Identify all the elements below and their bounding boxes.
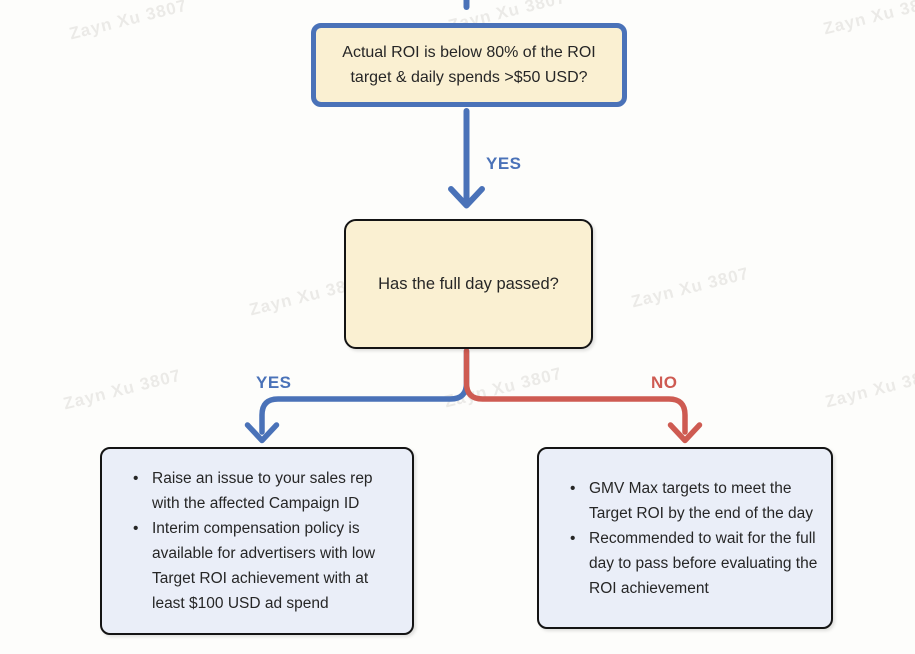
yes-arrowhead-icon bbox=[448, 186, 485, 209]
question-text: Has the full day passed? bbox=[378, 274, 559, 293]
flow-node-yes-outcome: Raise an issue to your sales rep with th… bbox=[100, 447, 414, 635]
branch-yes-connector bbox=[259, 348, 470, 435]
flow-node-question: Has the full day passed? bbox=[344, 219, 593, 349]
flow-node-no-outcome: GMV Max targets to meet the Target ROI b… bbox=[537, 447, 833, 629]
branch-no-arrowhead-icon bbox=[667, 422, 703, 444]
yes-label-top: YES bbox=[486, 154, 522, 173]
no-label-branch: NO bbox=[651, 373, 678, 392]
list-item: Raise an issue to your sales rep with th… bbox=[133, 466, 400, 516]
yes-label-branch: YES bbox=[256, 373, 292, 392]
no-outcome-list: GMV Max targets to meet the Target ROI b… bbox=[539, 476, 831, 601]
flow-node-condition: Actual ROI is below 80% of the ROI targe… bbox=[311, 23, 627, 107]
branch-yes-arrowhead-icon bbox=[244, 422, 280, 444]
branch-no-connector bbox=[463, 348, 688, 435]
yes-outcome-list: Raise an issue to your sales rep with th… bbox=[102, 466, 412, 616]
list-item: GMV Max targets to meet the Target ROI b… bbox=[570, 476, 819, 526]
list-item: Recommended to wait for the full day to … bbox=[570, 526, 819, 601]
list-item: Interim compensation policy is available… bbox=[133, 516, 400, 616]
condition-text: Actual ROI is below 80% of the ROI targe… bbox=[342, 44, 596, 86]
